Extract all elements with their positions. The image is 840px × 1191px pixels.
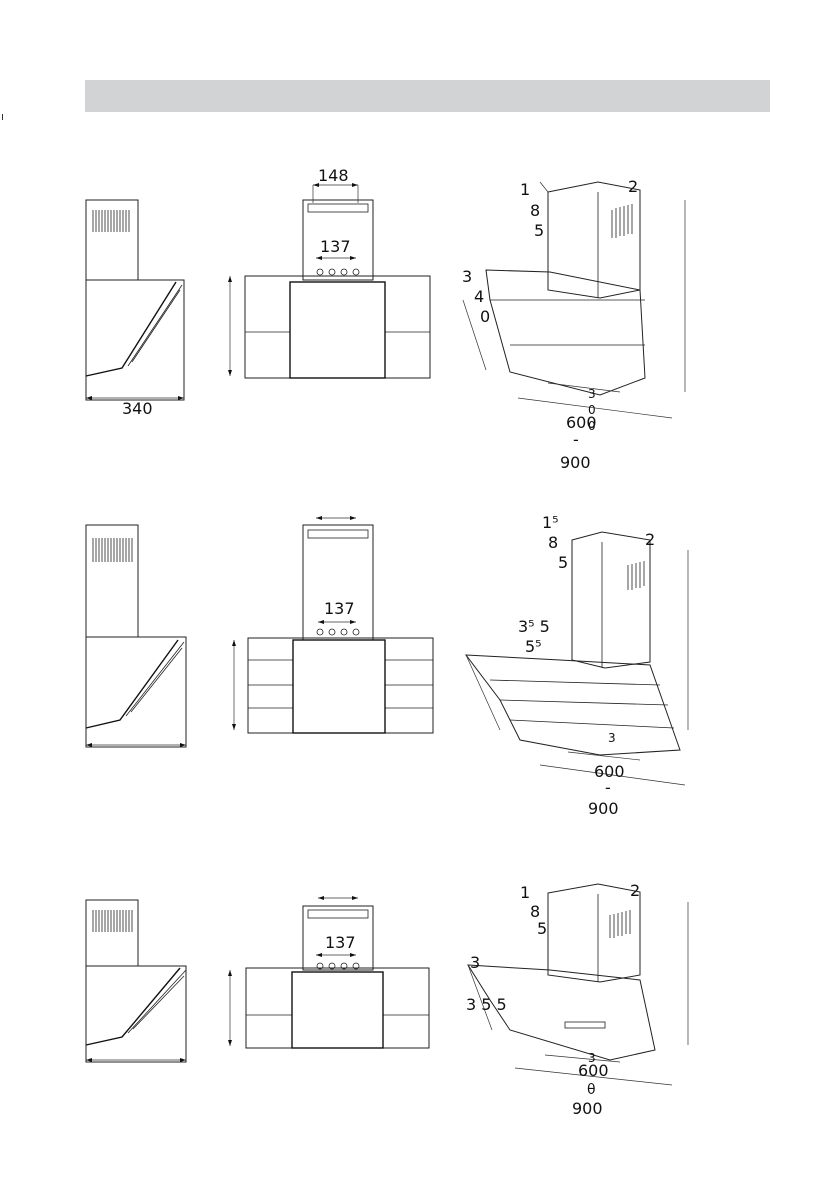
side-view-2: [85, 524, 187, 748]
iso-bottom-inner-label-3: 3: [588, 1051, 596, 1065]
iso-chimney-right-label-3: 2: [630, 881, 640, 900]
iso-width-label: 600: [566, 413, 597, 432]
iso-dash-label-2: -: [605, 778, 611, 797]
side-view-1: 340: [85, 199, 185, 418]
front-view-2: 137: [232, 516, 434, 734]
front-view-mid-label-3: 137: [325, 933, 356, 952]
iso-chimney-left-small-2: 5: [558, 553, 568, 572]
row-3: 137: [85, 881, 689, 1118]
front-view-mid-label: 137: [320, 237, 351, 256]
iso-width-label-2: 600: [594, 762, 625, 781]
side-view-3: [85, 899, 187, 1063]
row-2: 137: [85, 513, 689, 818]
iso-depth-label-a-2: 3⁵ 5: [518, 617, 550, 636]
side-view-width-label: 340: [122, 399, 153, 418]
margin-mark: [2, 114, 6, 120]
iso-dash-label: -: [573, 430, 579, 449]
front-view-top-label: 148: [318, 166, 349, 185]
iso-chimney-right-label: 2: [628, 177, 638, 196]
section-header-bar: [85, 80, 770, 112]
row-1: 340 148 137: [85, 166, 686, 472]
iso-theta-label-3: θ: [587, 1082, 596, 1098]
iso-width-label-3: 600: [578, 1061, 609, 1080]
front-view-3: 137: [228, 896, 430, 1049]
front-view-1: 148 137: [228, 166, 431, 379]
iso-chimney-right-label-2: 2: [645, 530, 655, 549]
iso-width-alt-label-3: 900: [572, 1099, 603, 1118]
iso-width-alt-label: 900: [560, 453, 591, 472]
front-view-mid-label-2: 137: [324, 599, 355, 618]
iso-width-alt-label-2: 900: [588, 799, 619, 818]
iso-bottom-inner-label-2: 3: [608, 731, 616, 745]
iso-depth-label-b-2: 5⁵: [525, 637, 542, 656]
